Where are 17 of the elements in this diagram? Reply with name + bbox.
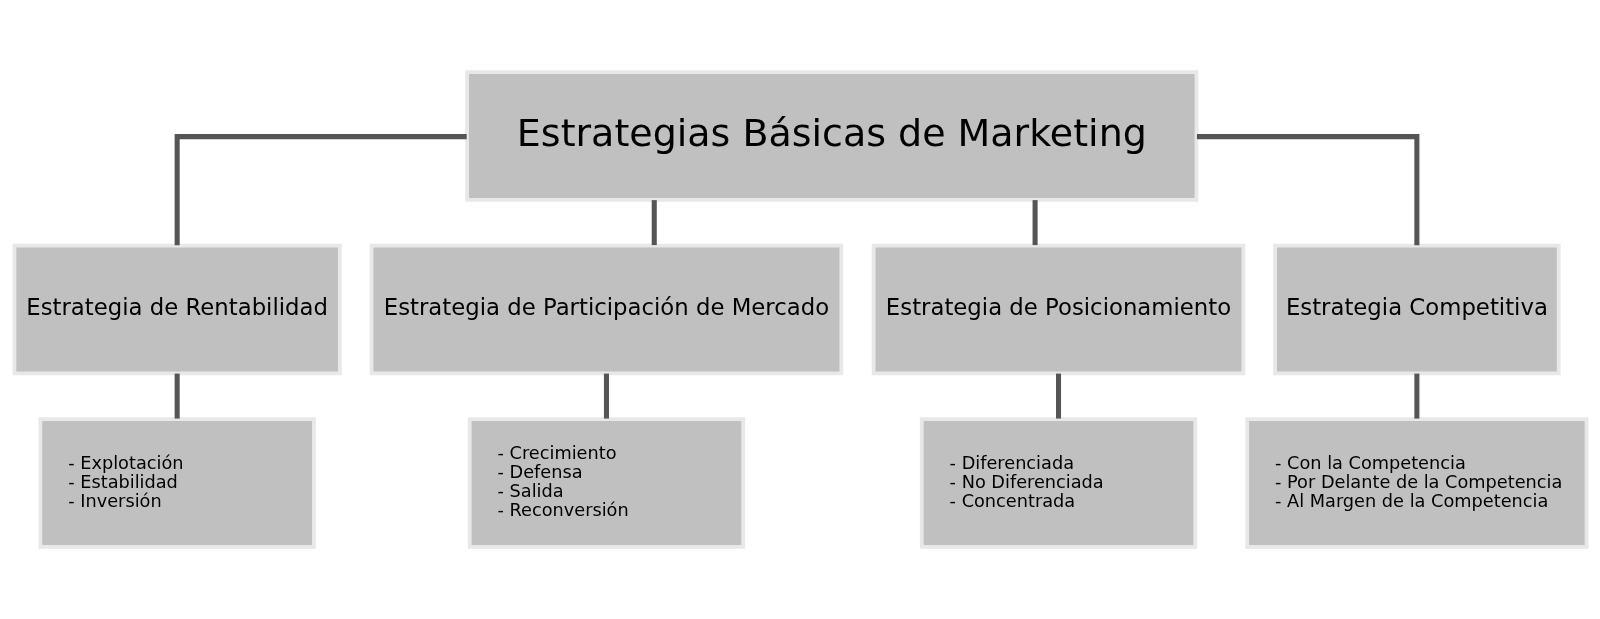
node-box: - Con la Competencia - Por Delante de la Competencia - Al Margen de la Competencia [1244,417,1588,549]
connector [1055,373,1061,419]
node-box: Estrategia de Participación de Mercado [369,243,843,376]
node-box: Estrategias Básicas de Marketing [464,70,1198,202]
node-box: - Crecimiento - Defensa - Salida - Reconversión [467,417,745,549]
connector [174,134,467,246]
connector [603,373,609,419]
connector [1196,134,1419,246]
connector [651,200,657,246]
node-box: - Explotación - Estabilidad - Inversión [38,417,316,549]
node-box: Estrategia de Rentabilidad [12,243,342,376]
node-box: - Diferenciada - No Diferenciada - Concentrada [919,417,1197,549]
connector [1032,200,1038,246]
node-box: Estrategia de Posicionamiento [871,243,1245,376]
node-box: Estrategia Competitiva [1272,243,1561,376]
connector [1413,373,1419,419]
connector [174,373,180,419]
